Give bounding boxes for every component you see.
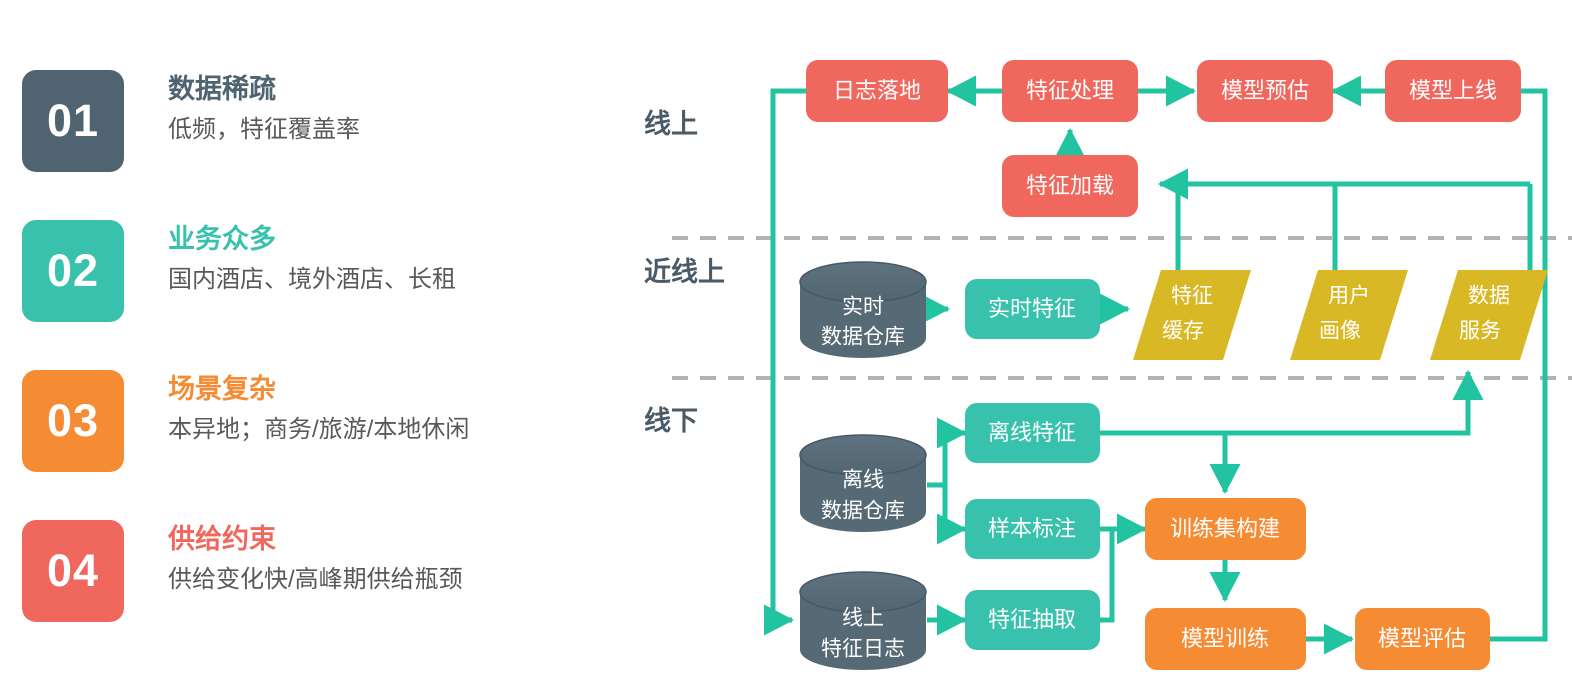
key-point-badge-02: 02 [22,220,124,322]
node-model-eval-label: 模型评估 [1378,626,1466,651]
key-point-desc-03: 本异地；商务/旅游/本地休闲 [168,416,470,443]
node-feature-extract-label: 特征抽取 [988,607,1076,632]
node-log-landing-label: 日志落地 [833,78,921,103]
key-point-desc-01: 低频，特征覆盖率 [168,116,360,143]
key-point-title-03: 场景复杂 [168,374,276,404]
node-model-predict-label: 模型预估 [1221,78,1309,103]
key-point-04: 04 供给约束 供给变化快/高峰期供给瓶颈 [22,520,582,630]
node-realtime-dw-label-line1: 实时 [842,296,884,319]
architecture-diagram: 线上 近线上 线下 [600,0,1572,686]
node-feature-process-label: 特征处理 [1026,78,1114,103]
node-model-predict[interactable]: 模型预估 [1197,60,1333,122]
node-offline-feature-label: 离线特征 [988,420,1076,445]
key-point-02: 02 业务众多 国内酒店、境外酒店、长租 [22,220,582,330]
key-point-text-04: 供给约束 供给变化快/高峰期供给瓶颈 [168,520,578,598]
node-sample-label[interactable]: 样本标注 [965,499,1100,559]
node-model-train[interactable]: 模型训练 [1145,608,1306,670]
node-data-service-label-line1: 数据 [1468,285,1510,308]
node-online-feature-log-label-line1: 线上 [842,607,884,630]
key-point-badge-01: 01 [22,70,124,172]
node-feature-extract[interactable]: 特征抽取 [965,590,1100,650]
lane-label-online: 线上 [644,109,698,139]
node-trainset-build[interactable]: 训练集构建 [1145,498,1306,560]
key-point-text-02: 业务众多 国内酒店、境外酒店、长租 [168,220,578,298]
node-realtime-feature[interactable]: 实时特征 [965,279,1100,339]
node-offline-feature[interactable]: 离线特征 [965,403,1100,463]
edge-offline-feature-to-data-service [1100,369,1484,436]
key-point-title-01: 数据稀疏 [168,74,276,104]
node-realtime-feature-label: 实时特征 [988,296,1076,321]
node-data-service[interactable]: 数据 服务 [1430,270,1548,360]
lane-label-offline: 线下 [644,406,698,436]
key-point-01: 01 数据稀疏 低频，特征覆盖率 [22,70,582,180]
key-points-panel: 01 数据稀疏 低频，特征覆盖率 02 业务众多 国内酒店、境外酒店、长租 03… [0,0,600,686]
key-point-text-01: 数据稀疏 低频，特征覆盖率 [168,70,578,148]
key-point-03: 03 场景复杂 本异地；商务/旅游/本地休闲 [22,370,582,480]
node-feature-cache-label-line1: 特征 [1171,285,1213,308]
key-point-title-04: 供给约束 [168,524,276,554]
key-point-badge-04: 04 [22,520,124,622]
lane-label-nearline: 近线上 [644,257,725,287]
node-online-feature-log[interactable]: 线上 特征日志 [799,571,927,670]
node-feature-process[interactable]: 特征处理 [1002,60,1138,122]
edge-log-landing-to-online-feature-log [764,88,806,636]
node-offline-dw-label-line1: 离线 [842,469,884,492]
node-feature-load-label: 特征加载 [1026,173,1114,198]
edge-model-eval-to-model-online [1455,75,1548,642]
edge-offline-dw-to-offline-feature [937,417,968,485]
node-user-profile[interactable]: 用户 画像 [1290,270,1408,360]
key-point-desc-04: 供给变化快/高峰期供给瓶颈 [168,566,463,593]
node-data-service-label-line2: 服务 [1459,320,1501,343]
node-model-train-label: 模型训练 [1181,626,1269,651]
node-feature-load[interactable]: 特征加载 [1002,155,1138,217]
key-point-text-03: 场景复杂 本异地；商务/旅游/本地休闲 [168,370,578,448]
node-sample-label-label: 样本标注 [988,516,1076,541]
node-offline-dw[interactable]: 离线 数据仓库 [799,434,927,532]
node-feature-cache[interactable]: 特征 缓存 [1133,270,1251,360]
node-realtime-dw[interactable]: 实时 数据仓库 [799,261,927,358]
node-trainset-build-label: 训练集构建 [1170,516,1280,541]
node-feature-cache-label-line2: 缓存 [1162,320,1204,343]
node-model-eval[interactable]: 模型评估 [1355,608,1490,670]
node-online-feature-log-label-line2: 特征日志 [821,638,905,661]
edge-feature-extract-to-trainset-build [1100,513,1148,623]
key-point-desc-02: 国内酒店、境外酒店、长租 [168,266,456,293]
node-offline-dw-label-line2: 数据仓库 [821,500,905,523]
node-user-profile-label-line2: 画像 [1319,320,1361,343]
key-point-badge-03: 03 [22,370,124,472]
key-point-title-02: 业务众多 [168,224,276,254]
edge-offline-dw-to-sample-label [937,485,968,545]
node-realtime-dw-label-line2: 数据仓库 [821,326,905,349]
node-model-online[interactable]: 模型上线 [1385,60,1521,122]
node-user-profile-label-line1: 用户 [1328,285,1370,308]
node-log-landing[interactable]: 日志落地 [806,60,948,122]
node-model-online-label: 模型上线 [1409,78,1497,103]
